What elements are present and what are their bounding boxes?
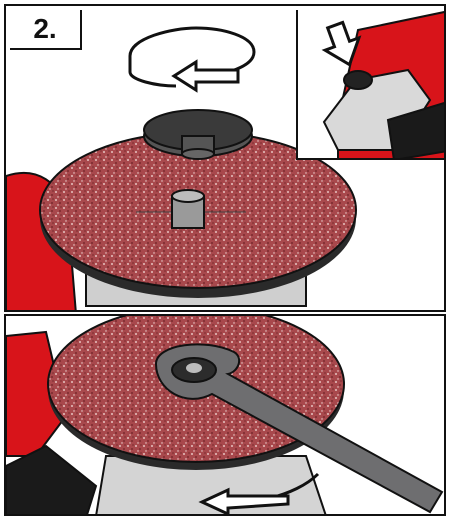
step-panel-tighten-nut (4, 314, 446, 516)
spindle-lock-illustration (298, 10, 446, 160)
spindle-lock-inset (296, 10, 446, 160)
spindle-lock-button (344, 71, 372, 89)
counterclockwise-arrow-icon (130, 28, 254, 90)
tighten-nut-illustration (6, 316, 446, 516)
step-panel-mount-disc: 2. (4, 4, 446, 312)
step-number: 2. (10, 10, 82, 50)
